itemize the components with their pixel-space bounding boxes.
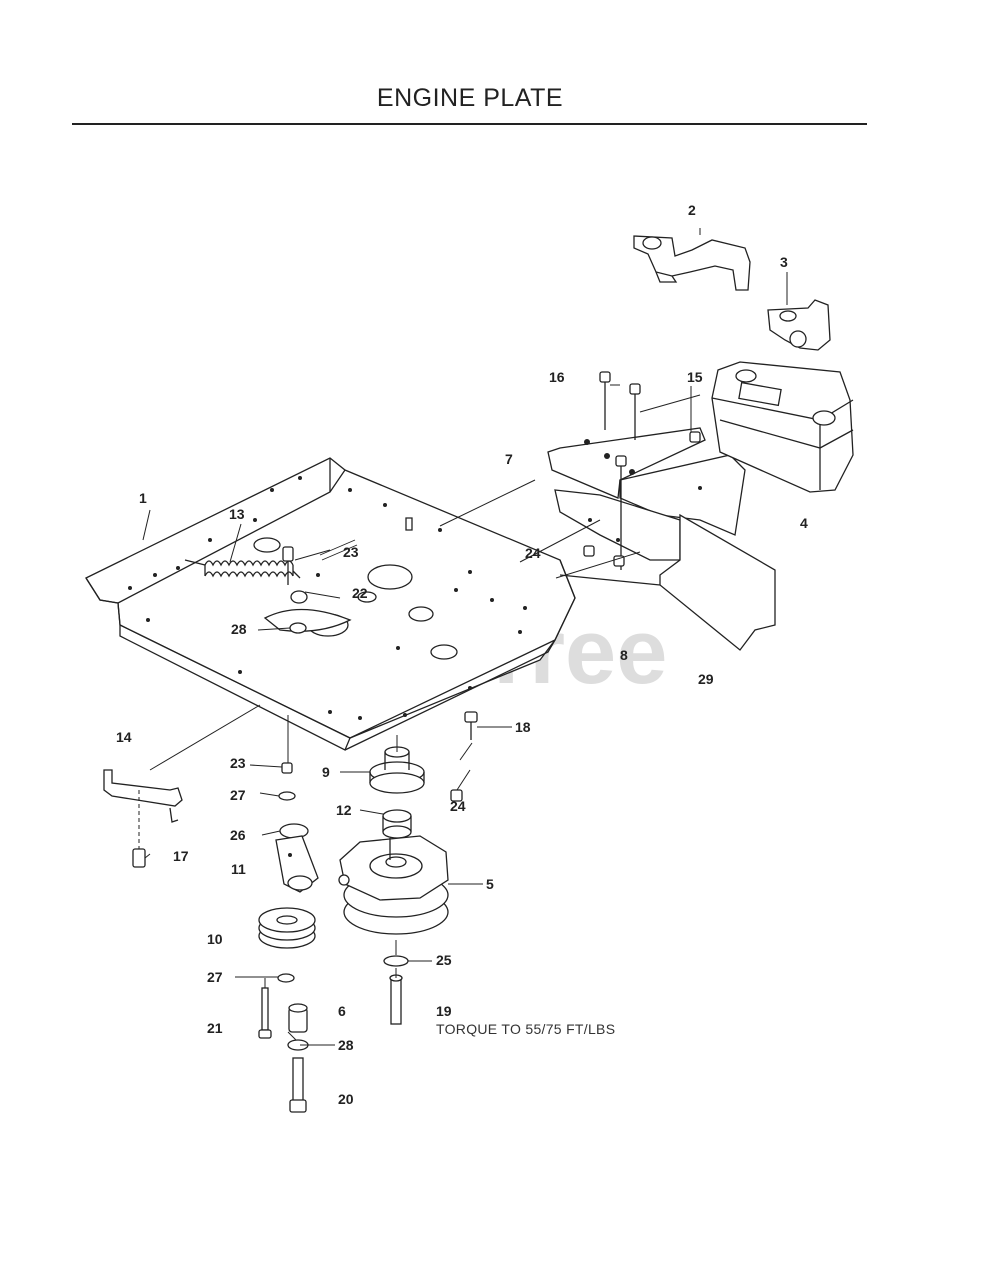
bolt-18-part bbox=[464, 711, 478, 740]
callout-6: 6 bbox=[338, 1003, 346, 1019]
callout-28b: 28 bbox=[338, 1037, 354, 1053]
washer-27a-part bbox=[278, 791, 296, 801]
leader-lines bbox=[142, 228, 788, 1046]
callout-labels: 1 2 3 4 5 6 7 8 9 10 11 12 13 14 15 16 1… bbox=[116, 202, 808, 1107]
callout-5: 5 bbox=[486, 876, 494, 892]
callout-23b: 23 bbox=[230, 755, 246, 771]
callout-17: 17 bbox=[173, 848, 189, 864]
idler-arm-part bbox=[275, 823, 319, 893]
callout-4: 4 bbox=[800, 515, 808, 531]
spring-part bbox=[184, 559, 301, 579]
callout-3: 3 bbox=[780, 254, 788, 270]
callout-23a: 23 bbox=[343, 544, 359, 560]
callout-13: 13 bbox=[229, 506, 245, 522]
spacer-part bbox=[287, 1003, 309, 1113]
callout-26: 26 bbox=[230, 827, 246, 843]
washer-27b-part bbox=[277, 973, 295, 983]
bearing-part bbox=[382, 809, 412, 839]
pivot-bolt-part bbox=[282, 546, 308, 604]
muffler-part bbox=[711, 361, 854, 493]
title-divider bbox=[72, 123, 867, 125]
callout-11: 11 bbox=[231, 861, 246, 877]
exhaust-elbow-part bbox=[767, 299, 831, 351]
nut-23-part bbox=[281, 762, 293, 774]
callout-15: 15 bbox=[687, 369, 703, 385]
callout-20: 20 bbox=[338, 1091, 354, 1107]
page-title: ENGINE PLATE bbox=[376, 84, 564, 112]
idler-pulley-part bbox=[258, 907, 316, 949]
callout-7: 7 bbox=[505, 451, 513, 467]
clutch-bolt-part bbox=[383, 955, 409, 1025]
torque-note: TORQUE TO 55/75 FT/LBS bbox=[436, 1021, 615, 1037]
callout-22: 22 bbox=[352, 585, 368, 601]
pulley-9-part bbox=[369, 746, 425, 794]
callout-21: 21 bbox=[207, 1020, 223, 1036]
callout-9: 9 bbox=[322, 764, 330, 780]
callout-24a: 24 bbox=[525, 545, 541, 561]
exhaust-pipe-part bbox=[633, 235, 751, 291]
bracket-assembly-part bbox=[547, 371, 776, 651]
callout-14: 14 bbox=[116, 729, 132, 745]
callout-12: 12 bbox=[336, 802, 352, 818]
callout-18: 18 bbox=[515, 719, 531, 735]
callout-10: 10 bbox=[207, 931, 223, 947]
callout-8: 8 bbox=[620, 647, 628, 663]
nut-24-part bbox=[450, 789, 463, 802]
callout-27a: 27 bbox=[230, 787, 246, 803]
callout-27b: 27 bbox=[207, 969, 223, 985]
callout-16: 16 bbox=[549, 369, 565, 385]
bolt-21-part bbox=[258, 987, 272, 1039]
callout-29: 29 bbox=[698, 671, 714, 687]
callout-28a: 28 bbox=[231, 621, 247, 637]
callout-24b: 24 bbox=[450, 798, 466, 814]
callout-19: 19 bbox=[436, 1003, 452, 1019]
callout-25: 25 bbox=[436, 952, 452, 968]
clutch-part bbox=[338, 835, 449, 935]
engine-plate-part bbox=[85, 457, 576, 751]
pivot-bracket-part bbox=[103, 769, 183, 868]
callout-2: 2 bbox=[688, 202, 696, 218]
callout-1: 1 bbox=[139, 490, 147, 506]
